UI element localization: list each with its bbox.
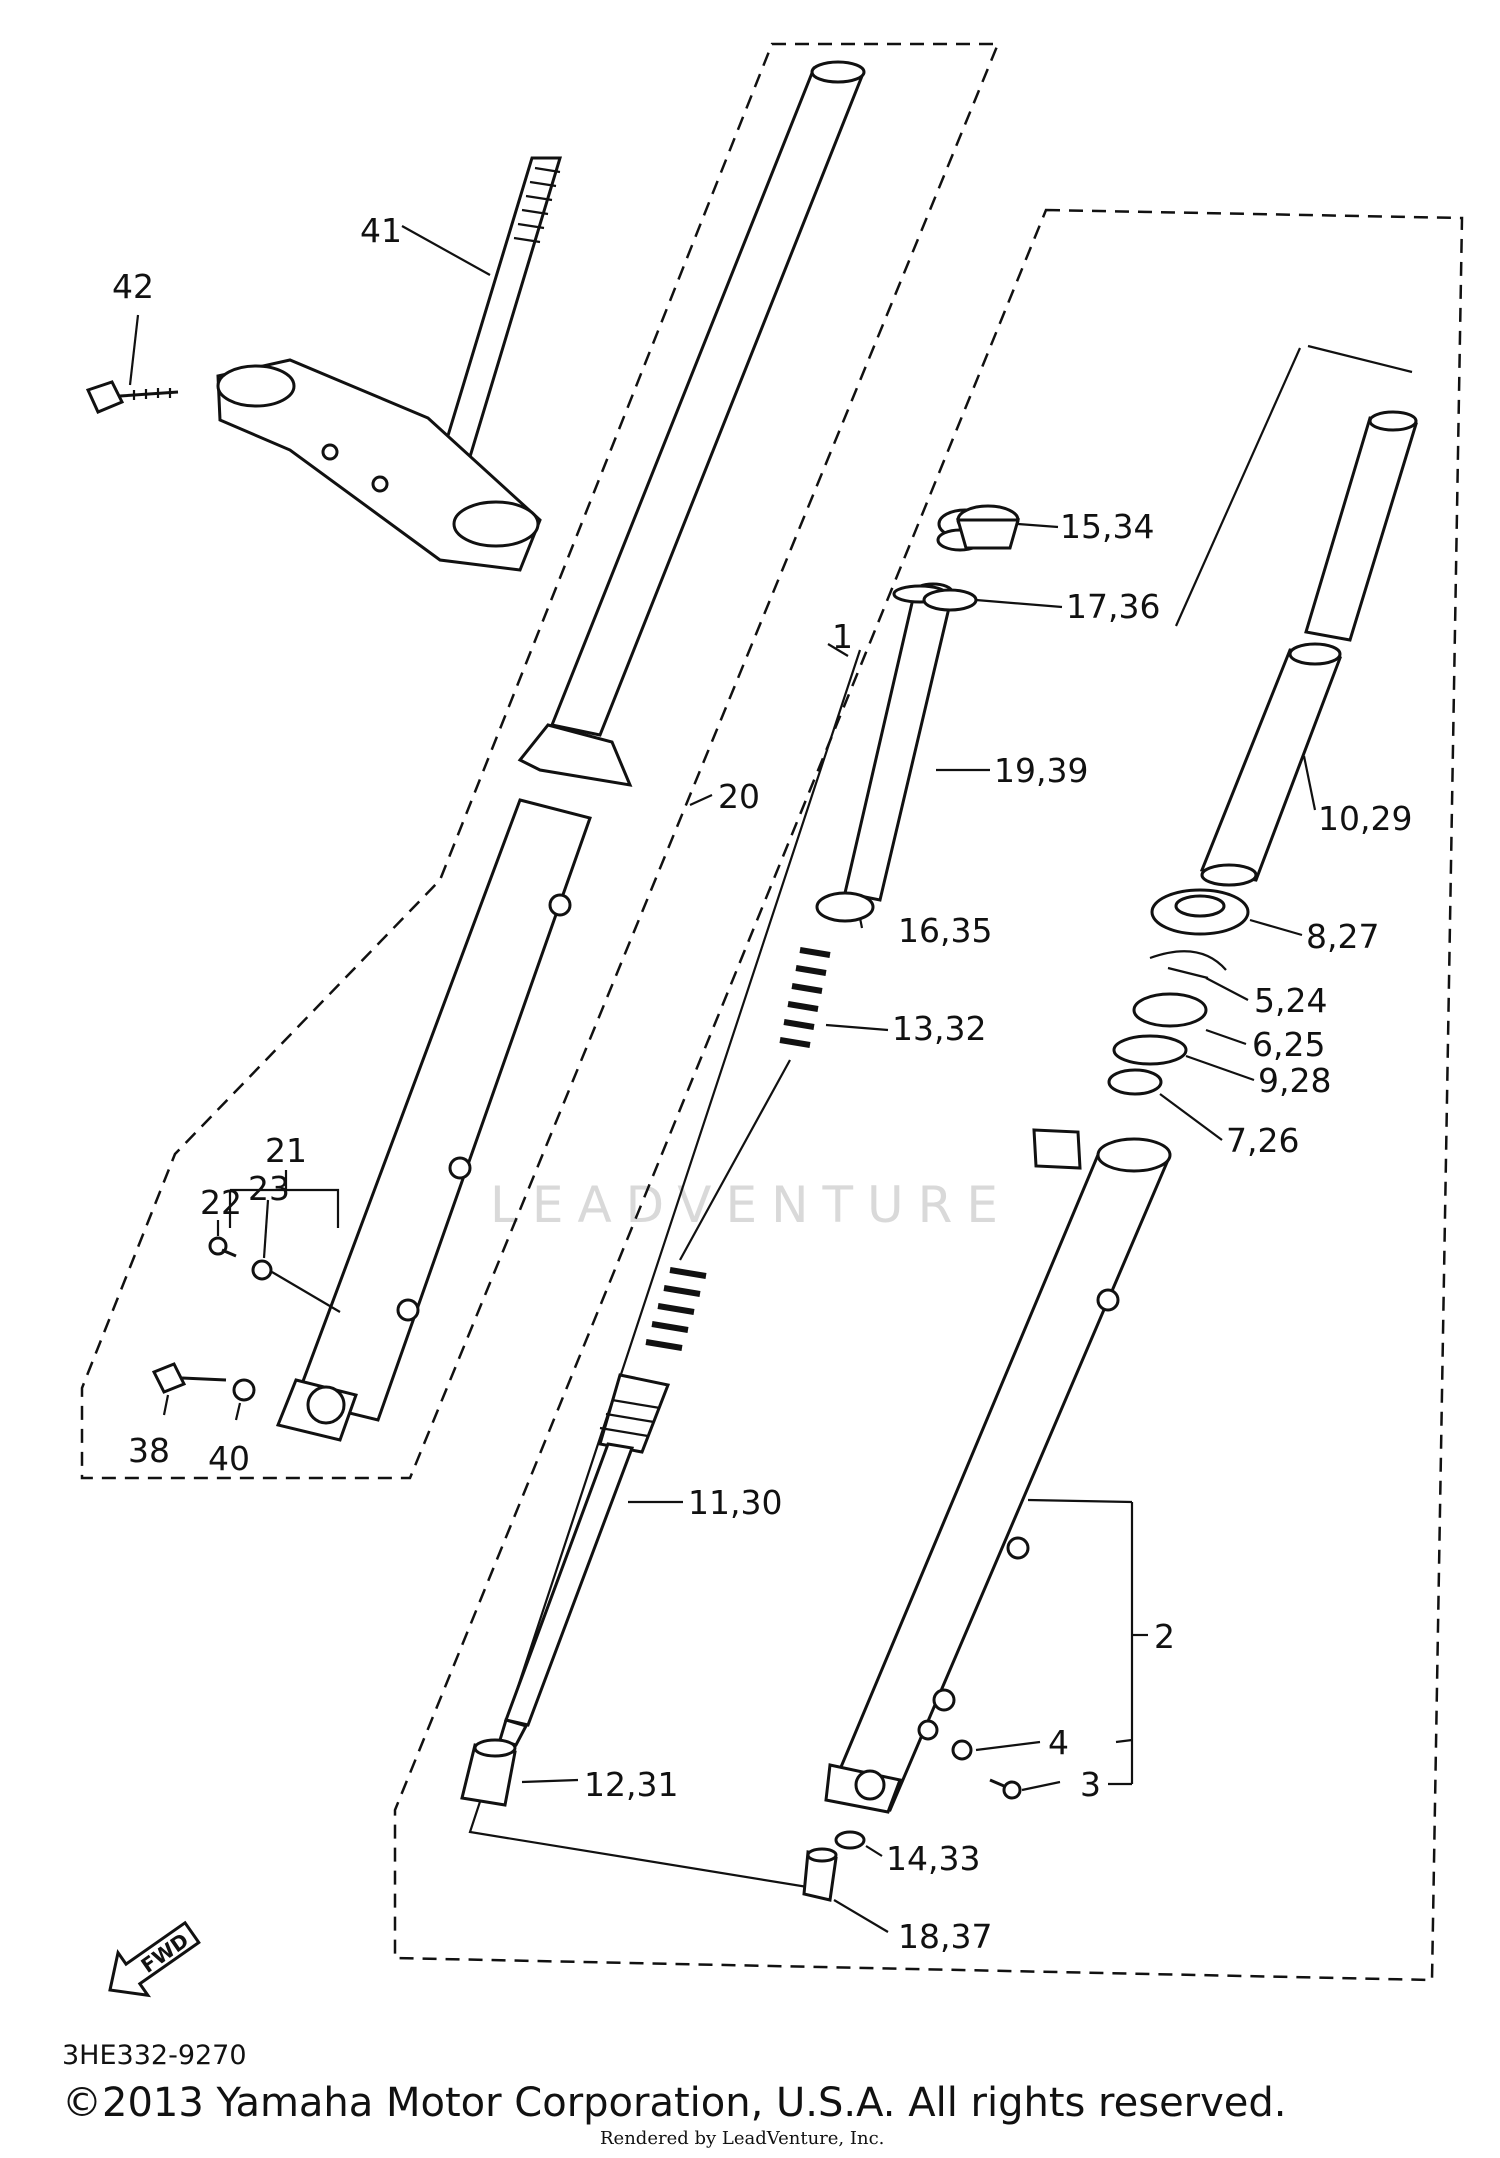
damper-rod [598, 1373, 671, 1454]
leader-lines [128, 225, 1317, 1933]
left-fork-assembly [275, 60, 866, 1442]
label-15-34: 15,34 [1060, 507, 1154, 546]
label-2: 2 [1154, 1617, 1175, 1656]
copyright-notice: ©2013 Yamaha Motor Corporation, U.S.A. A… [62, 2080, 1287, 2126]
label-8-27: 8,27 [1306, 917, 1379, 956]
fwd-arrow-icon: FWD [108, 1920, 201, 1998]
diagram-code: 3HE332-9270 [62, 2040, 247, 2071]
label-16-35: 16,35 [898, 911, 992, 950]
group-outline-tube-bracket [1307, 344, 1413, 374]
label-5-24: 5,24 [1254, 981, 1327, 1020]
label-17-36: 17,36 [1066, 587, 1160, 626]
label-11-30: 11,30 [688, 1483, 782, 1522]
label-9-28: 9,28 [1258, 1061, 1331, 1100]
label-40: 40 [208, 1439, 250, 1478]
small-fasteners-left [151, 1236, 341, 1402]
label-19-39: 19,39 [994, 751, 1088, 790]
bolt-42 [85, 380, 179, 414]
rendered-by-text: Rendered by LeadVenture, Inc. [600, 2128, 885, 2149]
label-10-29: 10,29 [1318, 799, 1412, 838]
label-41: 41 [360, 211, 402, 250]
label-3: 3 [1080, 1765, 1101, 1804]
label-14-33: 14,33 [886, 1839, 980, 1878]
fork-spring [645, 947, 831, 1351]
label-21: 21 [265, 1131, 307, 1170]
group-outline-tube-bracket-left [1174, 347, 1302, 627]
center-fork-internals [460, 508, 993, 1807]
right-fork-internals [802, 410, 1418, 1902]
inner-tube-lower [1199, 648, 1343, 882]
label-4: 4 [1048, 1723, 1069, 1762]
label-6-25: 6,25 [1252, 1025, 1325, 1064]
group-outline-left-fork [80, 42, 1000, 1480]
label-38: 38 [128, 1431, 170, 1470]
watermark-text: LEADVENTURE [490, 1176, 1012, 1234]
label-12-31: 12,31 [584, 1765, 678, 1804]
inner-tube-upper [1304, 416, 1418, 642]
label-7-26: 7,26 [1226, 1121, 1299, 1160]
label-18-37: 18,37 [898, 1917, 992, 1956]
label-20: 20 [718, 777, 760, 816]
group-outline-right-fork [393, 208, 1464, 1982]
group-outline-inner-bracket [468, 649, 862, 1892]
label-1: 1 [832, 617, 853, 656]
right-outer-tube [825, 1148, 1171, 1812]
label-22: 22 [200, 1183, 242, 1222]
label-13-32: 13,32 [892, 1009, 986, 1048]
label-42: 42 [112, 267, 154, 306]
steering-stem [216, 156, 563, 572]
label-23: 23 [248, 1169, 290, 1208]
